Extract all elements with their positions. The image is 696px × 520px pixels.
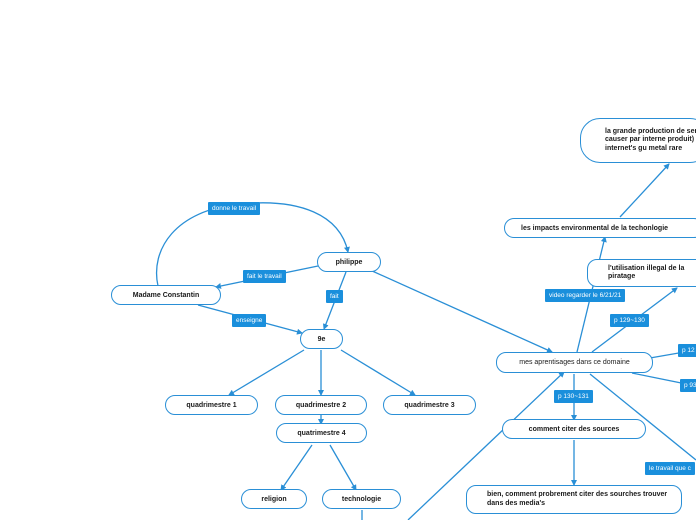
edge-apprentissages-travail: [589, 373, 696, 461]
edge-impacts-production: [619, 163, 670, 218]
node-piratage[interactable]: l'utilisation illegal de la piratage: [587, 259, 696, 287]
node-bien-citer[interactable]: bien, comment probrement citer des sourc…: [466, 485, 682, 514]
node-impacts[interactable]: les impacts environmental de la techonlo…: [504, 218, 696, 238]
edge-bottom-apprentissages: [407, 371, 565, 520]
label-enseigne: enseigne: [232, 314, 267, 327]
label-travail: le travail que c: [645, 462, 695, 475]
node-production[interactable]: la grande production de serre causer par…: [580, 118, 696, 163]
label-fait-le-travail: fait le travail: [243, 270, 286, 283]
node-quadrimestre-3[interactable]: quadrimestre 3: [383, 395, 476, 415]
label-video: video regarder le 6/21/21: [545, 289, 626, 302]
node-quatrimestre-4[interactable]: quatrimestre 4: [276, 423, 367, 443]
edge-q4-religion: [280, 444, 313, 491]
node-religion[interactable]: religion: [241, 489, 307, 509]
label-p129: p 129~130: [610, 314, 649, 327]
edge-q4-technologie: [329, 444, 357, 491]
node-madame-constantin[interactable]: Madame Constantin: [111, 285, 221, 305]
label-p12: p 12: [678, 344, 696, 357]
edge-9e-q3: [340, 349, 416, 396]
node-quadrimestre-1[interactable]: quadrimestre 1: [165, 395, 258, 415]
node-comment-citer[interactable]: comment citer des sources: [502, 419, 646, 439]
label-p93: p 93: [680, 379, 696, 392]
label-fait: fait: [326, 290, 343, 303]
edge-philippe-apprentissages: [369, 269, 553, 353]
label-p130: p 130~131: [554, 390, 593, 403]
node-philippe[interactable]: philippe: [317, 252, 381, 272]
node-9e[interactable]: 9e: [300, 329, 343, 349]
node-apprentissages[interactable]: mes aprentisages dans ce domaine: [496, 352, 653, 373]
edge-9e-q1: [228, 349, 305, 396]
label-donne-le-travail: donne le travail: [208, 202, 261, 215]
node-quadrimestre-2[interactable]: quadrimestre 2: [275, 395, 367, 415]
node-technologie[interactable]: technologie: [322, 489, 401, 509]
